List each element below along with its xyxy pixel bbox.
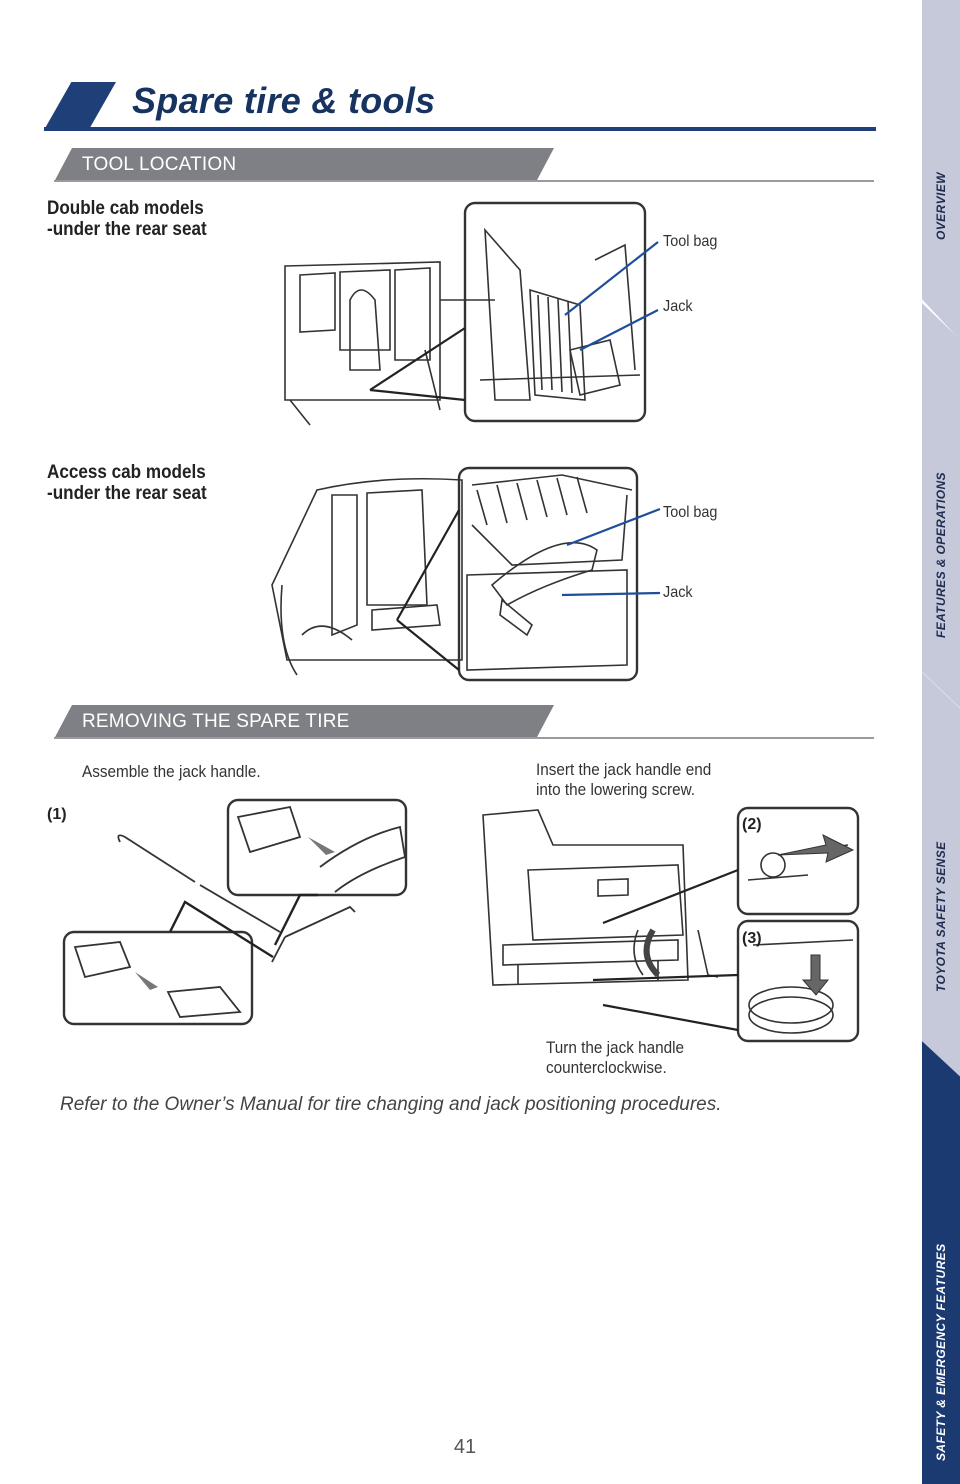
double-cab-title: Double cab models -under the rear seat	[47, 198, 207, 240]
double-cab-title-line1: Double cab models	[47, 198, 204, 219]
title-accent-wedge	[44, 82, 116, 130]
access-cab-title-line2: -under the rear seat	[47, 483, 207, 504]
step3-label: Turn the jack handle counterclockwise.	[546, 1038, 684, 1078]
callout-tool-bag-double: Tool bag	[663, 233, 718, 250]
section-heading-removing: REMOVING THE SPARE TIRE	[82, 711, 350, 732]
nav-tab-overview-label: OVERVIEW	[934, 172, 948, 240]
callout-jack-double: Jack	[663, 298, 693, 315]
access-cab-title-line1: Access cab models	[47, 462, 206, 483]
jack-handle-illustration	[62, 798, 408, 1026]
double-cab-title-line2: -under the rear seat	[47, 219, 207, 240]
spare-tire-lowering-illustration	[482, 806, 860, 1043]
step3-label-line2: counterclockwise.	[546, 1058, 667, 1077]
section-divider	[54, 737, 874, 739]
step2-number: (2)	[742, 816, 762, 833]
nav-tab-tss-label: TOYOTA SAFETY SENSE	[934, 841, 948, 992]
callout-tool-bag-access: Tool bag	[663, 504, 718, 521]
callout-jack-access: Jack	[663, 584, 693, 601]
nav-tab-features-label: FEATURES & OPERATIONS	[934, 472, 948, 638]
step2-label-line1: Insert the jack handle end	[536, 760, 712, 779]
section-heading-tool-location: TOOL LOCATION	[82, 154, 237, 175]
title-underline	[44, 127, 876, 131]
section-bar-tool-location: TOOL LOCATION	[54, 148, 554, 182]
step1-label: Assemble the jack handle.	[82, 762, 261, 781]
nav-tab-overview[interactable]: OVERVIEW	[922, 0, 960, 340]
access-cab-illustration	[271, 466, 661, 682]
section-bar-removing: REMOVING THE SPARE TIRE	[54, 705, 554, 739]
nav-tab-safety[interactable]: SAFETY & EMERGENCY FEATURES	[922, 1041, 960, 1484]
section-divider	[54, 180, 874, 182]
page-number: 41	[453, 1436, 477, 1458]
page-title: Spare tire & tools	[132, 80, 436, 121]
step2-label: Insert the jack handle end into the lowe…	[536, 760, 711, 800]
access-cab-title: Access cab models -under the rear seat	[47, 462, 207, 504]
double-cab-illustration	[284, 201, 659, 426]
step1-number: (1)	[47, 806, 67, 823]
chapter-nav: OVERVIEW FEATURES & OPERATIONS TOYOTA SA…	[922, 0, 960, 1484]
step3-number: (3)	[742, 930, 762, 947]
nav-tab-safety-label: SAFETY & EMERGENCY FEATURES	[934, 1243, 948, 1462]
step2-label-line2: into the lowering screw.	[536, 780, 696, 799]
footer-note: Refer to the Owner’s Manual for tire cha…	[60, 1094, 722, 1115]
step3-label-line1: Turn the jack handle	[546, 1038, 685, 1057]
nav-tab-tss[interactable]: TOYOTA SAFETY SENSE	[922, 672, 960, 1077]
nav-tab-features[interactable]: FEATURES & OPERATIONS	[922, 303, 960, 708]
